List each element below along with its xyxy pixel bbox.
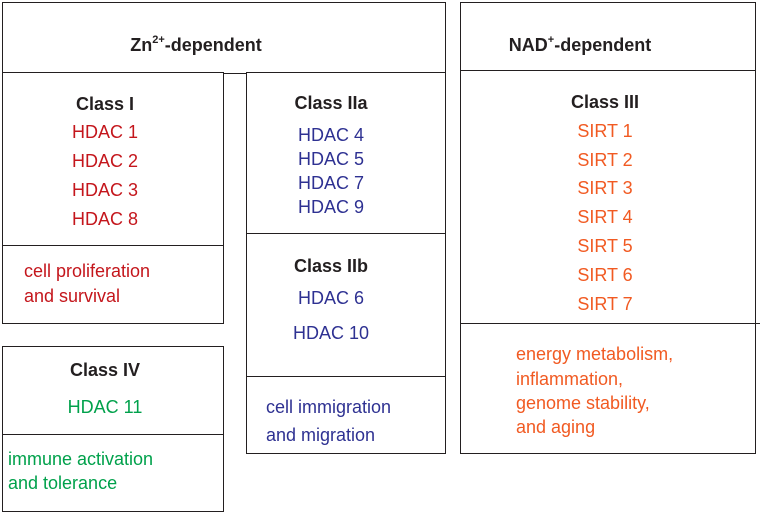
class-iia-item: HDAC 7 [297, 173, 365, 193]
class-iii-item: SIRT 6 [577, 265, 633, 285]
class-iii-function-line: energy metabolism, [516, 344, 674, 364]
class-i-function-line: cell proliferation [24, 261, 151, 281]
class-iii-function-line: inflammation, [516, 369, 624, 389]
class-ii-box [246, 72, 446, 454]
class-iv-title: Class IV [69, 360, 141, 380]
class-iv-function-line: immune activation [8, 449, 154, 469]
class-iv-box [2, 346, 224, 512]
class-iv-function-line: and tolerance [8, 473, 118, 493]
class-iv-divider [2, 434, 224, 435]
class-iii-item: SIRT 2 [577, 150, 633, 170]
class-i-item: HDAC 8 [71, 209, 139, 229]
zn-dependent-title: Zn2+-dependent [130, 34, 262, 56]
class-iia-item: HDAC 5 [297, 149, 365, 169]
class-i-item: HDAC 3 [71, 180, 139, 200]
class-i-divider [2, 245, 224, 246]
nad-header-divider [460, 70, 756, 71]
zn-dependent-header-box [2, 2, 446, 74]
class-iia-item: HDAC 9 [297, 197, 365, 217]
class-iii-function-line: genome stability, [516, 393, 650, 413]
class-ii-function-divider [246, 376, 446, 377]
class-iib-item: HDAC 6 [297, 288, 365, 308]
class-iii-item: SIRT 7 [577, 294, 633, 314]
class-iia-iib-divider [246, 233, 446, 234]
class-i-box [2, 72, 224, 324]
class-i-item: HDAC 1 [71, 122, 139, 142]
class-iii-function-divider [460, 323, 760, 324]
class-iii-title: Class III [570, 92, 640, 112]
class-iib-title: Class IIb [293, 256, 369, 276]
class-iia-item: HDAC 4 [297, 125, 365, 145]
class-iv-item: HDAC 11 [67, 397, 143, 417]
nad-dependent-box [460, 2, 756, 454]
nad-dependent-title: NAD+-dependent [508, 34, 652, 56]
class-iii-item: SIRT 5 [577, 236, 633, 256]
class-i-item: HDAC 2 [71, 151, 139, 171]
class-ii-function-line: cell immigration [266, 397, 392, 417]
class-iia-title: Class IIa [294, 93, 368, 113]
class-iii-item: SIRT 3 [577, 178, 633, 198]
class-iib-item: HDAC 10 [292, 323, 370, 343]
class-iii-item: SIRT 4 [577, 207, 633, 227]
class-i-title: Class I [75, 94, 135, 114]
class-ii-function-line: and migration [266, 425, 376, 445]
class-iii-function-line: and aging [516, 417, 596, 437]
class-i-function-line: and survival [24, 286, 121, 306]
class-iii-item: SIRT 1 [577, 121, 633, 141]
